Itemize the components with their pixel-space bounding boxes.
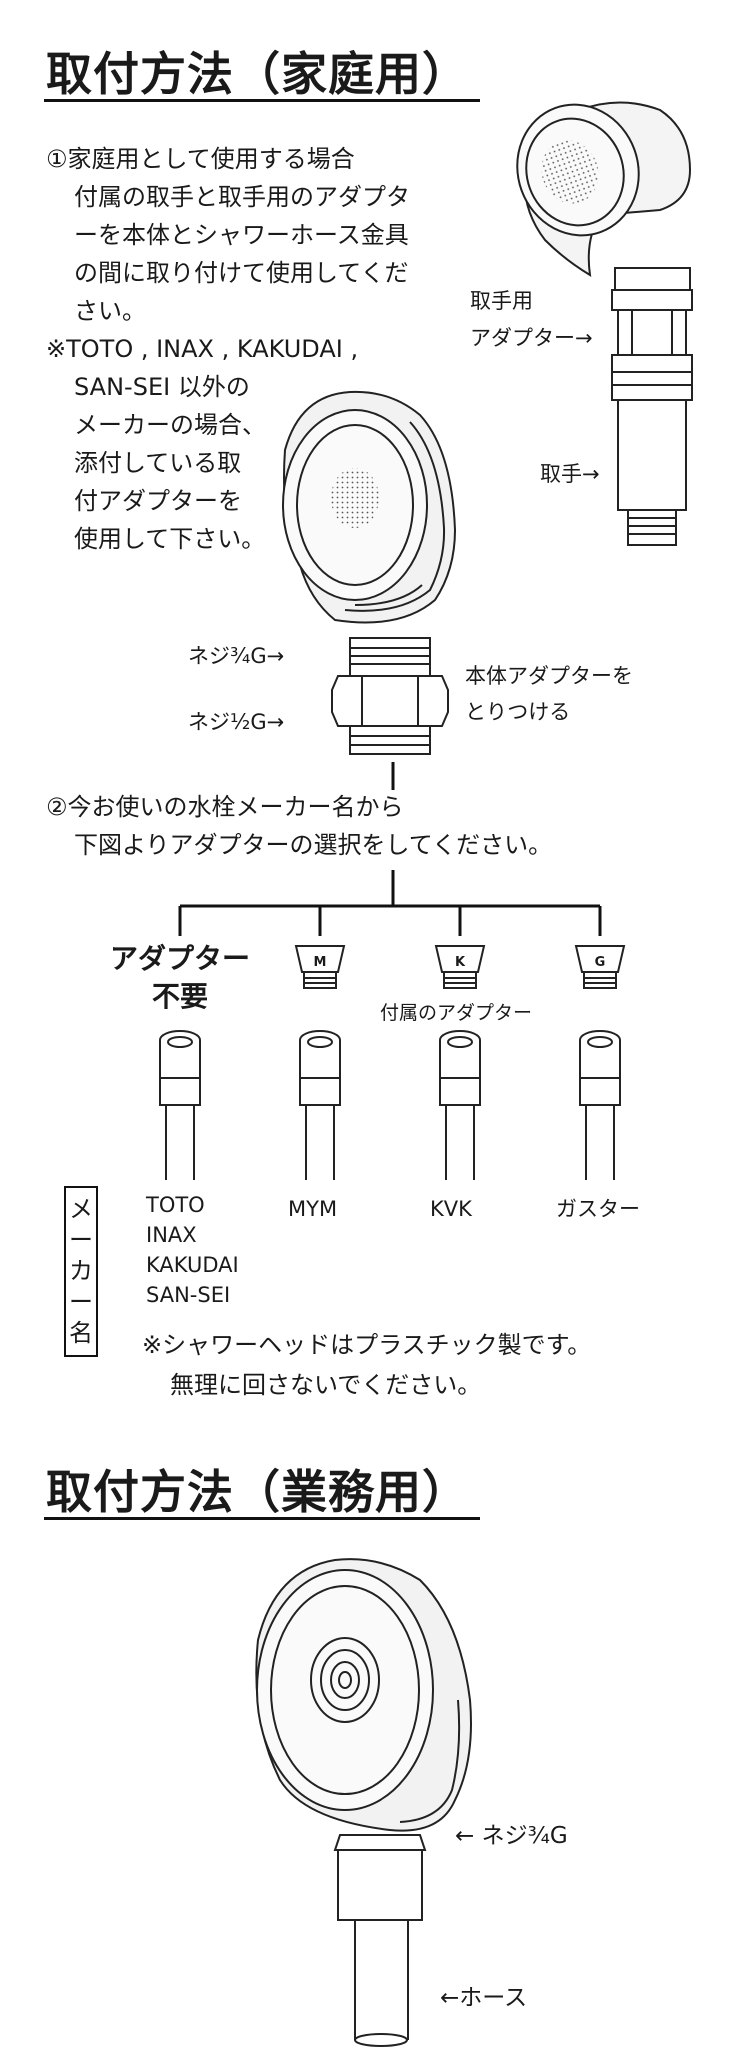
shower-head-with-handle-illustration xyxy=(516,101,693,546)
maker-box-char: メ xyxy=(69,1195,93,1223)
step1-line: ーを本体とシャワーホース金具 xyxy=(74,221,409,249)
note-line: 添付している取 xyxy=(74,449,242,477)
shower-head-illustration xyxy=(282,390,457,624)
commercial-thread-label: ← ネジ¾G xyxy=(455,1823,568,1849)
commercial-title-underline xyxy=(44,1517,480,1520)
adapter-k-icon xyxy=(434,945,486,989)
note-line: 使用して下さい。 xyxy=(74,525,266,553)
step1-line: の間に取り付けて使用してくだ xyxy=(74,259,409,287)
step1-line: ①家庭用として使用する場合 xyxy=(46,145,355,173)
adapter-m-icon xyxy=(294,945,346,989)
no-adapter-line: アダプター xyxy=(109,942,250,975)
household-title: 取付方法（家庭用） xyxy=(46,47,469,101)
note-line: ※TOTO , INAX , KAKUDAI , xyxy=(46,335,359,363)
hose-fitting-icon xyxy=(579,1030,621,1180)
adapter-g-letter: G xyxy=(594,955,606,970)
maker-box-char: 名 xyxy=(69,1319,93,1347)
maker-mym: MYM xyxy=(288,1197,338,1221)
maker-name: TOTO xyxy=(146,1193,205,1217)
household-title-underline xyxy=(44,99,480,102)
commercial-hose-label: ←ホース xyxy=(440,1985,528,2011)
no-adapter-label: アダプター 不要 xyxy=(96,940,264,1016)
manufacturer-note: ※TOTO , INAX , KAKUDAI , SAN-SEI 以外の メーカ… xyxy=(46,330,358,558)
commercial-title: 取付方法（業務用） xyxy=(46,1465,469,1519)
maker-name: INAX xyxy=(146,1223,197,1247)
hose-fitting-icon xyxy=(439,1030,481,1180)
body-adapter-label: 本体アダプターを xyxy=(465,664,633,688)
maker-box-char: カ xyxy=(69,1257,93,1285)
maker-name-box: メ ー カ ー 名 xyxy=(64,1186,98,1357)
hose-fitting-icon xyxy=(299,1030,341,1180)
maker-name: KAKUDAI xyxy=(146,1253,239,1277)
maker-box-char: ー xyxy=(69,1288,93,1316)
step1-line: さい。 xyxy=(74,297,146,325)
step2-line: ②今お使いの水栓メーカー名から xyxy=(46,793,404,821)
adapter-k-letter: K xyxy=(454,955,466,970)
note-line: SAN-SEI 以外の xyxy=(74,373,250,401)
maker-gastar: ガスター xyxy=(556,1197,640,1221)
no-adapter-line: 不要 xyxy=(151,980,208,1013)
thread-12-label: ネジ½G→ xyxy=(188,710,285,734)
step1-line: 付属の取手と取手用のアダプタ xyxy=(74,183,410,211)
makers-no-adapter: TOTO INAX KAKUDAI SAN-SEI xyxy=(146,1190,239,1310)
maker-kvk: KVK xyxy=(430,1197,472,1221)
handle-label: 取手→ xyxy=(540,462,600,486)
adapter-g-icon xyxy=(574,945,626,989)
adapter-selection-tree xyxy=(178,870,602,936)
handle-adapter-label: 取手用 xyxy=(470,289,533,313)
handle-adapter-label: アダプター→ xyxy=(470,326,593,350)
note-line: メーカーの場合、 xyxy=(74,411,266,439)
maker-box-char: ー xyxy=(69,1226,93,1254)
note-line: 付アダプターを xyxy=(74,487,242,515)
body-adapter-label: とりつける xyxy=(465,700,571,724)
shower-head-illustration xyxy=(255,1558,472,2047)
step1-text: ①家庭用として使用する場合 付属の取手と取手用のアダプタ ーを本体とシャワーホー… xyxy=(46,140,410,330)
hose-fitting-icon xyxy=(159,1030,201,1180)
step2-line: 下図よりアダプターの選択をしてください。 xyxy=(74,831,553,859)
warning-line: 無理に回さないでください。 xyxy=(170,1371,482,1399)
warning-line: ※シャワーヘッドはプラスチック製です。 xyxy=(142,1331,592,1359)
maker-name: SAN-SEI xyxy=(146,1283,231,1307)
thread-34-label: ネジ¾G→ xyxy=(188,644,285,668)
body-adapter-illustration xyxy=(331,637,449,755)
adapter-m-letter: M xyxy=(313,955,327,970)
household-diagram xyxy=(159,101,693,1180)
included-adapter-label: 付属のアダプター xyxy=(380,1002,533,1024)
